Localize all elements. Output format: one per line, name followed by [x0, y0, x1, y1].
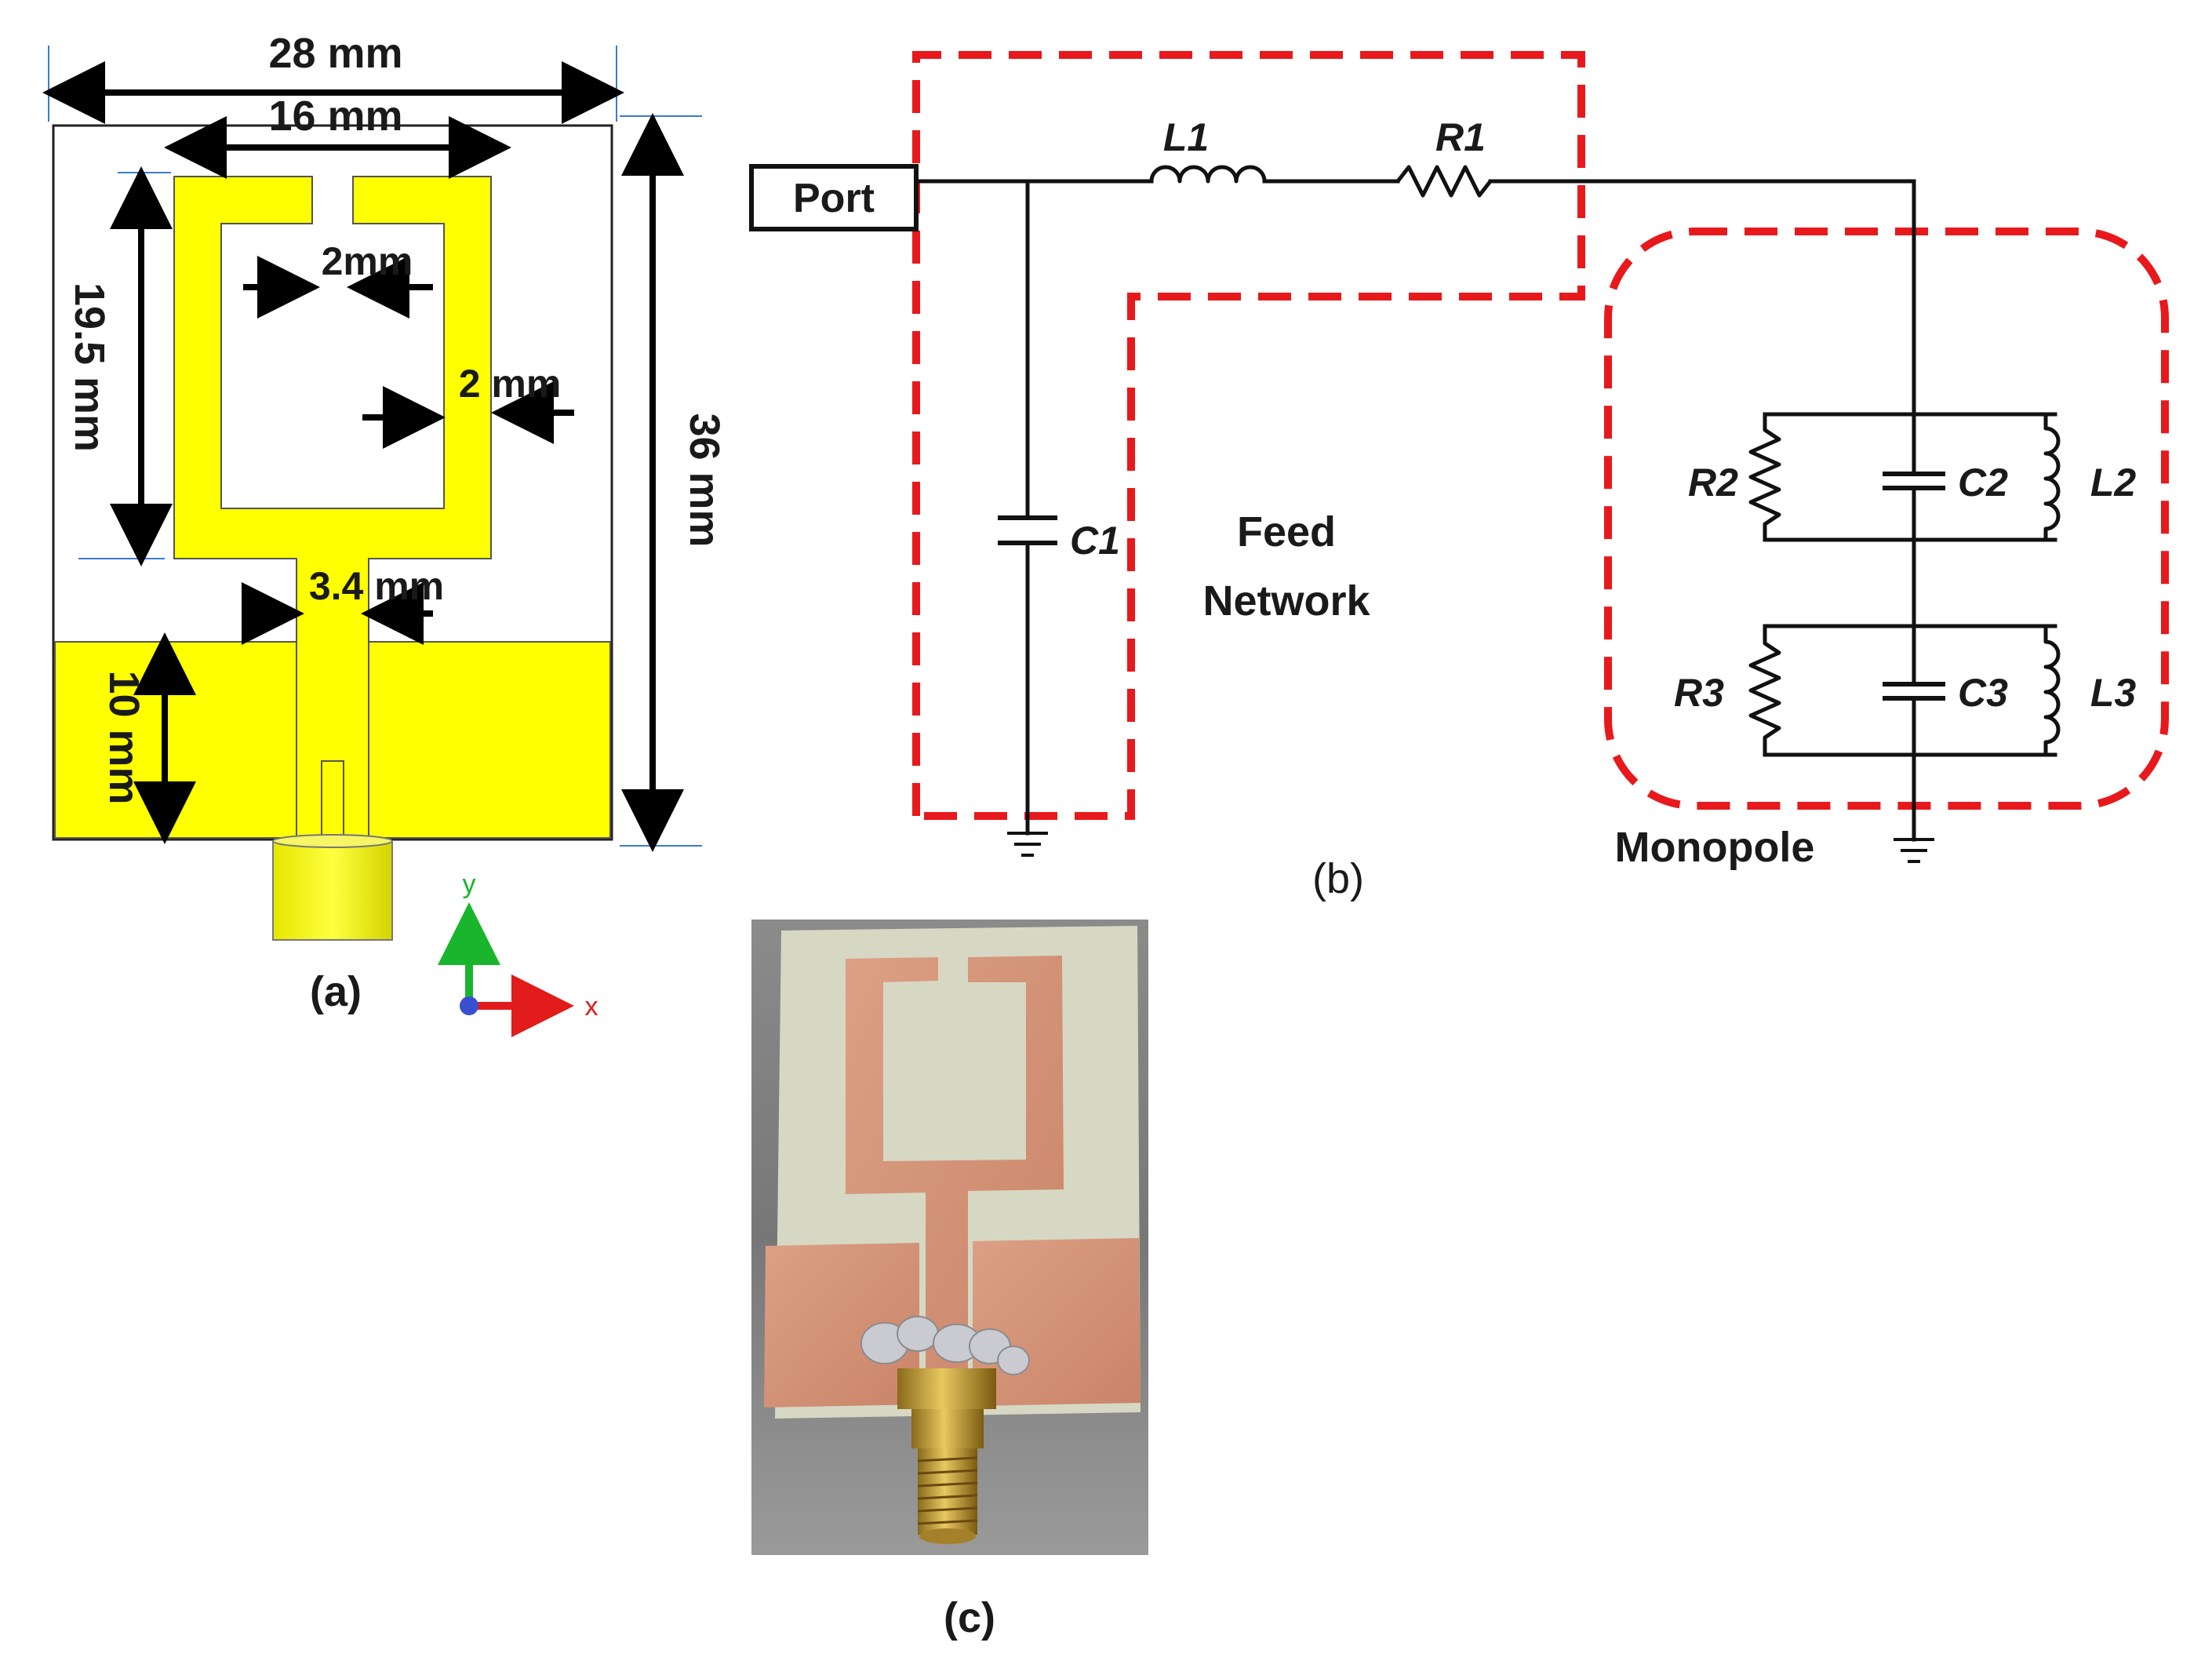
feed-network-label-line1: Feed	[1237, 508, 1336, 555]
sma-connector	[272, 840, 393, 941]
ground-symbol	[1007, 832, 1048, 857]
panel-c-photo: (c)	[751, 920, 1148, 1641]
axis-x-label: x	[585, 992, 598, 1022]
dim-width-label: 28 mm	[268, 30, 402, 77]
inductor-L3	[2043, 626, 2061, 755]
label-L3: L3	[2090, 671, 2137, 715]
dim-feed-label: 3.4 mm	[309, 564, 444, 608]
label-C1: C1	[1070, 519, 1120, 563]
axis-z-dot	[460, 996, 478, 1015]
dim-gap-label: 2mm	[322, 239, 413, 283]
photo-ground-right	[973, 1238, 1141, 1406]
ground-symbol	[1894, 838, 1934, 863]
dim-ground-label: 10 mm	[100, 670, 147, 804]
photo-loop	[846, 956, 1064, 1398]
feed-network-label-line2: Network	[1202, 577, 1370, 625]
photo-ground-left	[764, 1243, 919, 1408]
caption-b: (b)	[1312, 855, 1364, 902]
monopole-label: Monopole	[1615, 824, 1815, 871]
caption-a: (a)	[310, 968, 362, 1015]
photo-sma-hex	[911, 1409, 984, 1448]
port-label: Port	[793, 176, 875, 221]
panel-b-equivalent-circuit: Port L1 R1 C1 R2 C2 L2	[749, 51, 2169, 902]
photo-sma-thread	[917, 1448, 978, 1535]
inductor-L1	[1149, 165, 1267, 184]
dim-arm-label: 2 mm	[459, 362, 562, 406]
dim-loop-height-label: 19.5 mm	[66, 282, 113, 452]
caption-c: (c)	[944, 1594, 995, 1641]
resistor-R2	[1748, 414, 1781, 540]
panel-a-antenna-layout: 28 mm 16 mm 2mm 2 mm 19.5 mm 36 mm 3.4 m…	[42, 30, 728, 1037]
photo-solder	[860, 1316, 1030, 1375]
label-L1: L1	[1163, 115, 1209, 159]
photo-sma-flange	[897, 1368, 996, 1409]
monopole-box	[1604, 228, 2169, 810]
inductor-L2	[2043, 414, 2061, 540]
dim-total-height-label: 36 mm	[681, 413, 728, 547]
port-box	[749, 164, 919, 231]
photo-sma-tip	[919, 1528, 976, 1544]
label-C3: C3	[1958, 671, 2008, 715]
label-L2: L2	[2090, 461, 2137, 504]
resistor-R3	[1748, 626, 1781, 755]
resistor-R1	[1396, 165, 1492, 198]
feed-network-box	[912, 51, 1585, 820]
label-R3: R3	[1674, 671, 1724, 715]
label-R2: R2	[1688, 461, 1738, 504]
label-R1: R1	[1435, 115, 1486, 159]
ground-plane-left	[54, 641, 297, 839]
sma-connector-top	[272, 834, 393, 848]
label-C2: C2	[1958, 461, 2008, 504]
dim-inner-label: 16 mm	[268, 93, 402, 140]
connector-pin	[321, 760, 344, 839]
ground-plane-right	[368, 641, 611, 839]
axis-y-label: y	[463, 869, 476, 899]
